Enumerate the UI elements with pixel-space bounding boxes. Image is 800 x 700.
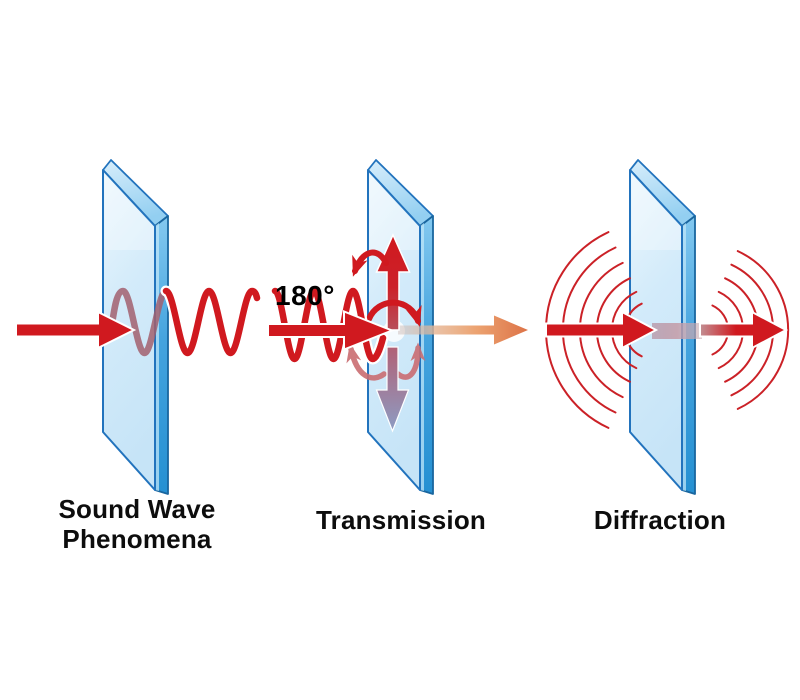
wavefront-arc — [736, 250, 790, 410]
sine-wave-inside-glass — [107, 287, 170, 357]
downward-faded-arrow — [375, 346, 410, 433]
incident-sine-wave — [271, 287, 387, 363]
phase-curve-top-right — [366, 299, 422, 327]
transmitted-faded-arrow — [398, 315, 528, 345]
caption-line-2: Phenomena — [62, 524, 212, 554]
phase-curve-bottom-right — [395, 342, 426, 380]
panel-diffraction-graphics — [545, 231, 790, 429]
caption-transmission: Transmission — [315, 505, 487, 535]
caption-diffraction: Diffraction — [593, 505, 727, 535]
sine-wave-transmitted — [162, 287, 261, 357]
diffracted-arrow — [699, 310, 789, 350]
phase-curve-top-left — [352, 249, 389, 277]
incident-arrow-left — [15, 310, 137, 350]
phase-curve-bottom-left — [346, 343, 387, 381]
phase-angle-label: 180° — [275, 280, 335, 311]
incident-arrow-right-panel — [545, 310, 659, 350]
panel-transmission-graphics — [267, 233, 528, 433]
caption-line-1: Sound Wave — [58, 494, 216, 524]
caption-sound-wave-phenomena: Sound Wave Phenomena — [58, 494, 215, 554]
incident-arrow-middle — [267, 310, 395, 351]
beam-through-glass — [652, 323, 702, 339]
panel-sound-wave-graphics — [15, 285, 263, 359]
